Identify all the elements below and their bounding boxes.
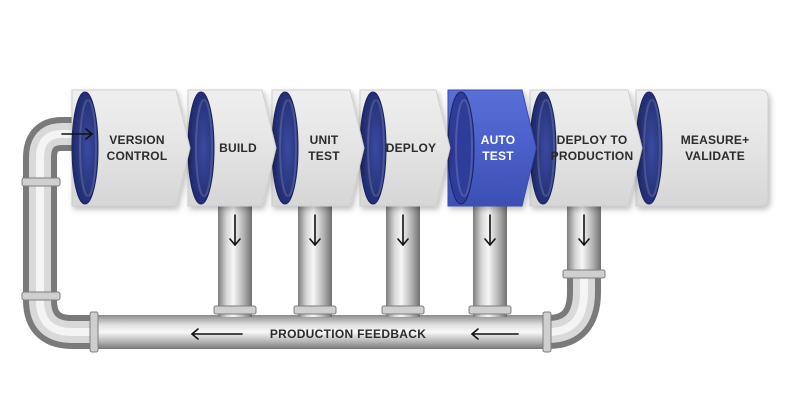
- pipe-opening-rim: [195, 99, 213, 197]
- pipe-opening-rim: [643, 99, 661, 197]
- stage-label: UNIT: [310, 133, 339, 147]
- pipe-opening-rim: [79, 99, 97, 197]
- stage-auto-test: AUTO TEST: [447, 89, 537, 207]
- pipe-opening: [187, 91, 215, 205]
- pipe-opening-rim: [537, 99, 555, 197]
- stage-version-control: VERSION CONTROL: [71, 89, 191, 207]
- pipe-opening-rim: [455, 99, 473, 197]
- down-arrow-icon: [397, 214, 409, 246]
- stage-body: [529, 89, 643, 207]
- stage-build: BUILD: [187, 89, 277, 207]
- pipeline-stages: MEASURE+ VALIDATE DEPLOY TO PRODUCTION AUTO T…: [71, 89, 769, 207]
- stage-deploy: DEPLOY: [359, 89, 451, 207]
- pipe-collars: [21, 177, 606, 353]
- pipe-opening-rim: [279, 99, 297, 197]
- left-arrow-icon: [471, 328, 519, 340]
- stage-label: PRODUCTION: [551, 149, 634, 163]
- pipe-opening: [447, 91, 475, 205]
- stage-body: [71, 89, 191, 207]
- pipe-opening-rim: [367, 99, 385, 197]
- production-feedback-label: PRODUCTION FEEDBACK: [270, 327, 426, 341]
- down-arrow-icon: [484, 214, 496, 246]
- flow-arrows: [61, 128, 590, 340]
- stage-label: DEPLOY: [386, 141, 437, 155]
- down-arrow-icon: [229, 214, 241, 246]
- down-arrow-icon: [309, 214, 321, 246]
- stage-label: VERSION: [109, 133, 164, 147]
- stage-label: MEASURE+: [681, 133, 750, 147]
- stage-unit-test: UNIT TEST: [271, 89, 365, 207]
- left-arrow-icon: [191, 328, 243, 340]
- stage-label: VALIDATE: [685, 149, 745, 163]
- stage-label: CONTROL: [107, 149, 168, 163]
- feedback-pipes: [21, 117, 606, 353]
- right-arrow-icon: [61, 128, 93, 140]
- stage-measure-validate: MEASURE+ VALIDATE: [635, 89, 769, 207]
- stage-body: [635, 89, 769, 207]
- down-arrow-icon: [578, 214, 590, 246]
- stage-label: BUILD: [219, 141, 257, 155]
- stage-label: TEST: [308, 149, 340, 163]
- pipe-opening: [71, 91, 99, 205]
- stage-label: AUTO: [481, 133, 516, 147]
- stage-label: TEST: [482, 149, 514, 163]
- stage-deploy-to-production: DEPLOY TO PRODUCTION: [529, 89, 643, 207]
- stage-label: DEPLOY TO: [557, 133, 628, 147]
